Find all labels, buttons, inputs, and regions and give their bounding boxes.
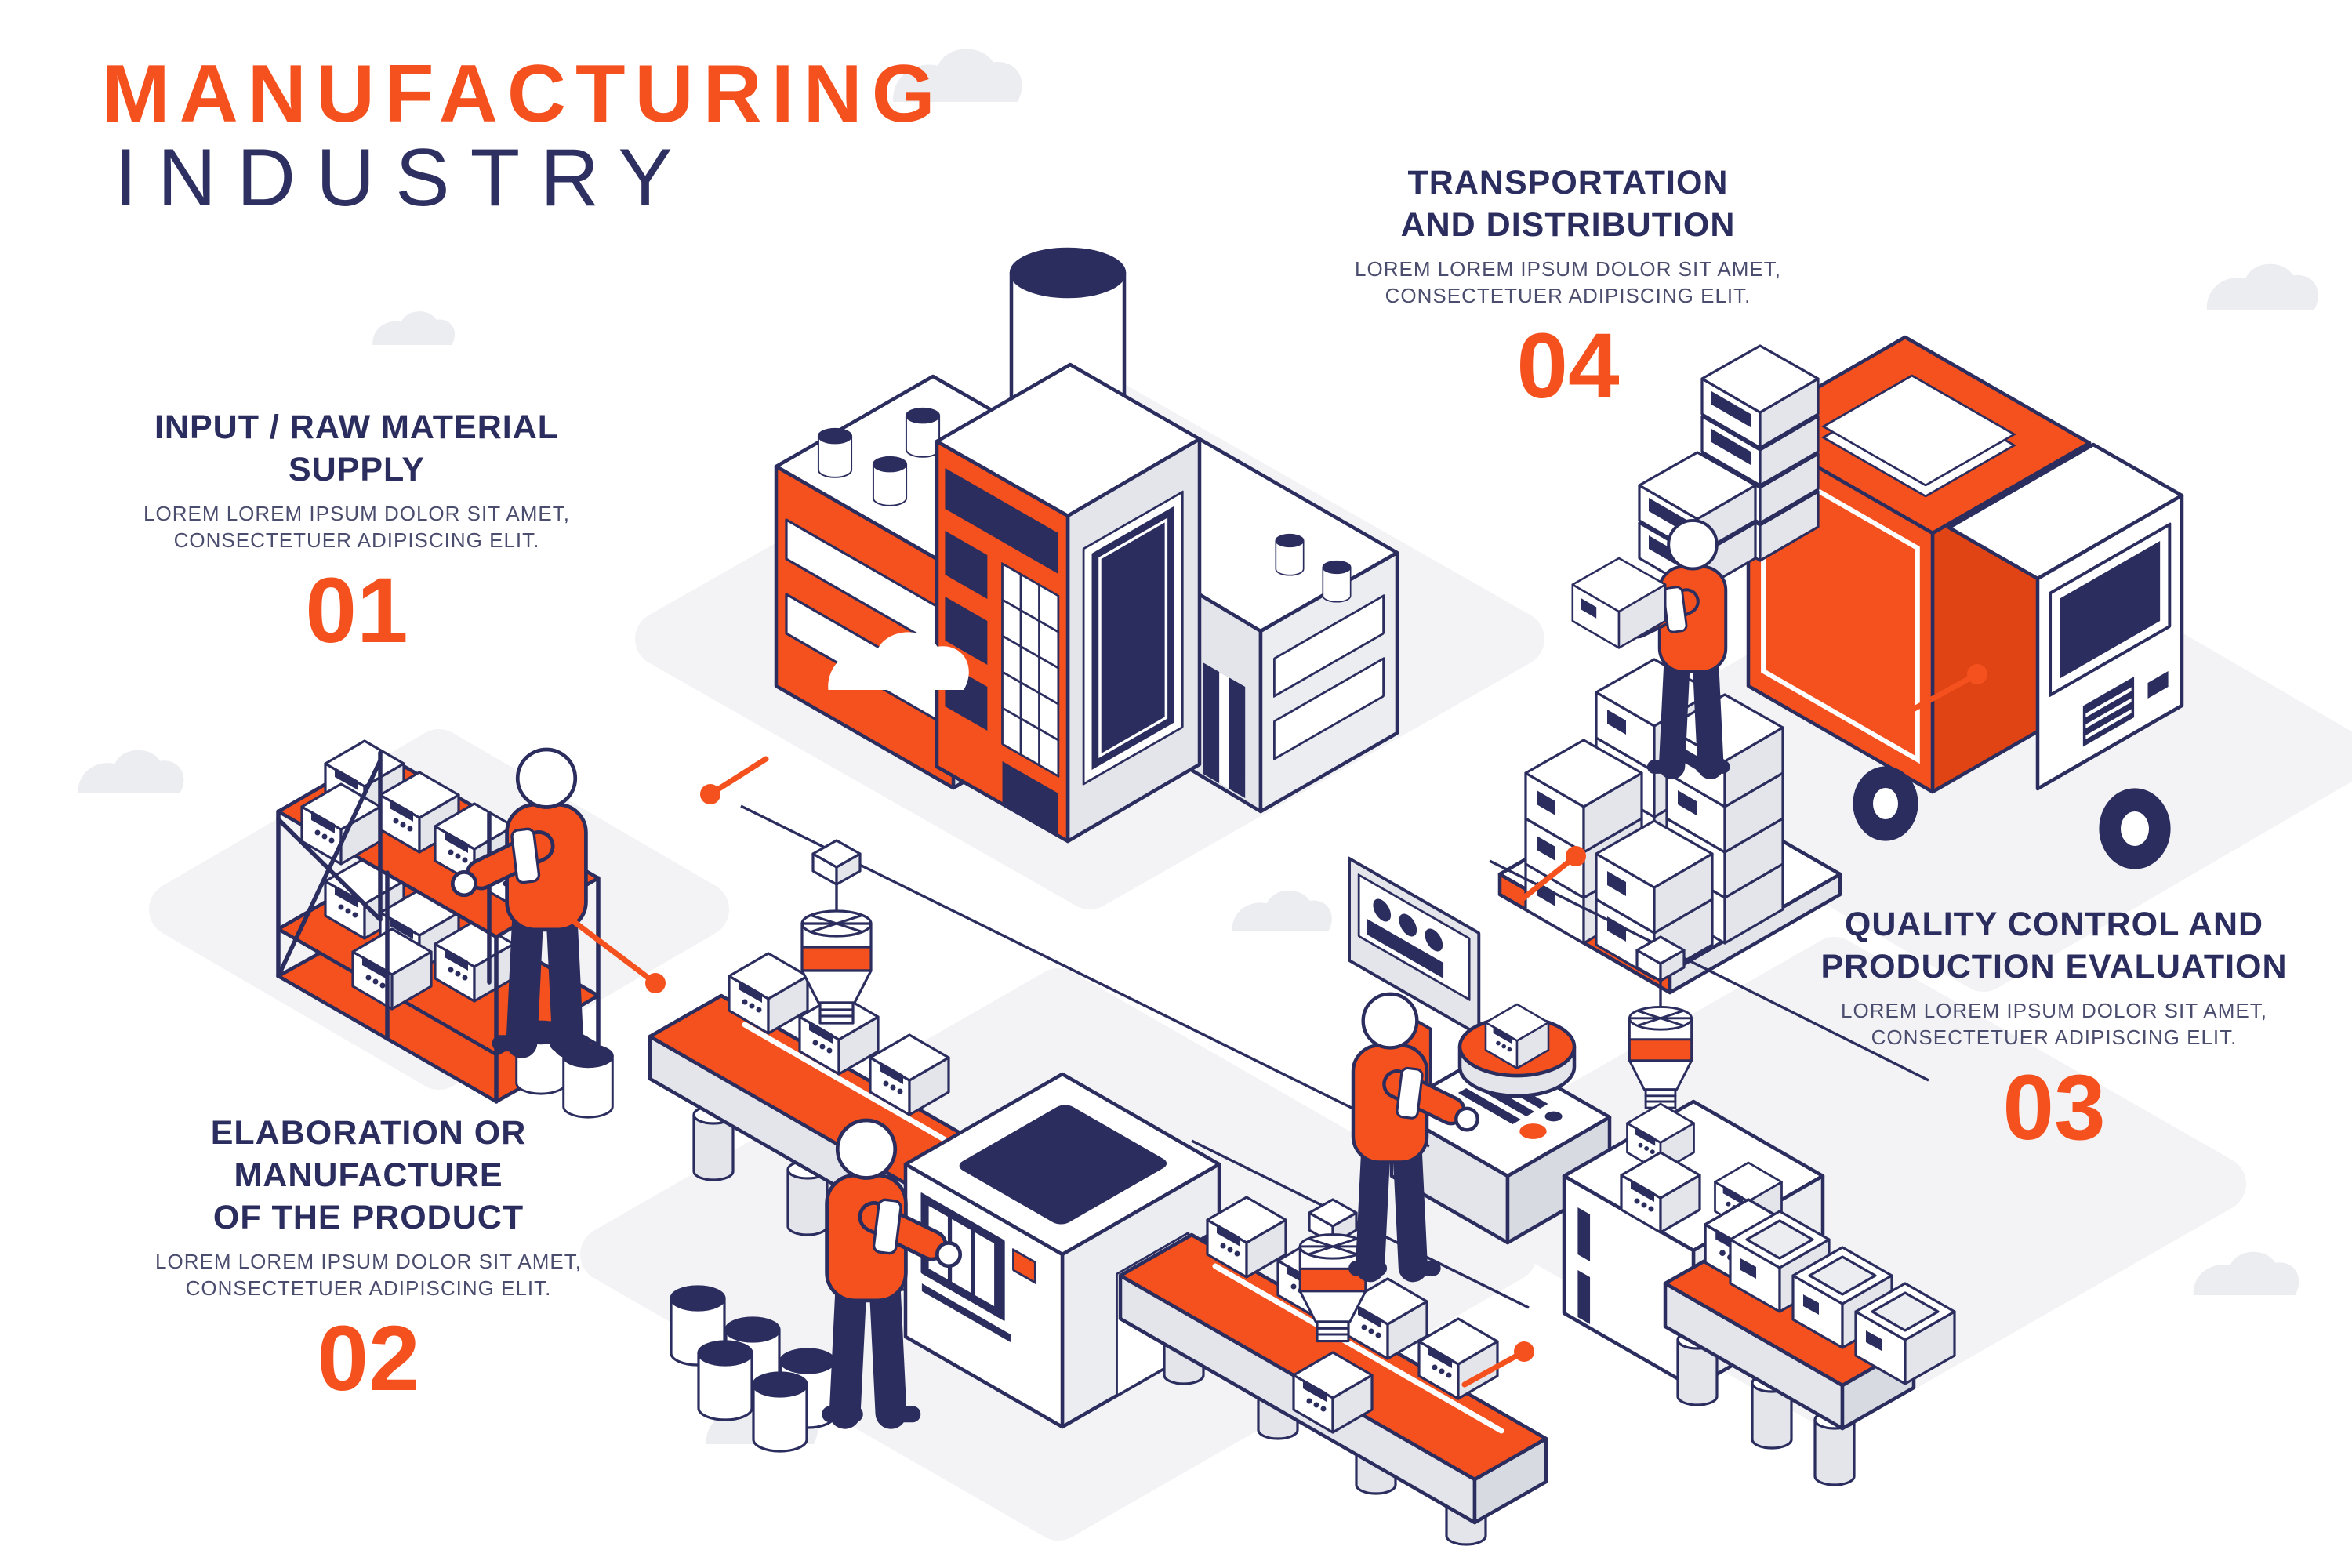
step-01-number: 01 xyxy=(305,559,408,662)
step-01-description: LOREM LOREM IPSUM DOLOR SIT AMET, CONSEC… xyxy=(143,502,570,552)
step-03-title-line: QUALITY CONTROL AND xyxy=(1844,906,2264,943)
step-03-number: 03 xyxy=(2002,1056,2106,1160)
pallet-illustration xyxy=(1497,658,1842,995)
step-02-block: ELABORATION OR MANUFACTURE OF THE PRODUC… xyxy=(129,1112,608,1405)
step-04-title-line: TRANSPORTATION xyxy=(1407,164,1729,201)
assembly-line-illustration xyxy=(648,952,1548,1546)
step-01-title-line: SUPPLY xyxy=(288,451,426,488)
step-02-title-line: OF THE PRODUCT xyxy=(212,1199,524,1236)
step-03-title: QUALITY CONTROL AND PRODUCTION EVALUATIO… xyxy=(1776,903,2332,988)
step-03-description: LOREM LOREM IPSUM DOLOR SIT AMET, CONSEC… xyxy=(1841,999,2267,1049)
step-01-title: INPUT / RAW MATERIAL SUPPLY xyxy=(129,406,584,491)
delivery-truck-illustration xyxy=(1746,335,2184,869)
step-02-title: ELABORATION OR MANUFACTURE OF THE PRODUC… xyxy=(129,1112,608,1239)
step-04-description: LOREM LOREM IPSUM DOLOR SIT AMET, CONSEC… xyxy=(1355,257,1781,307)
factory-illustration xyxy=(774,247,1399,844)
connector-lines xyxy=(560,664,1987,1388)
carried-parcel xyxy=(1571,557,1667,649)
page-title-line1: MANUFACTURING xyxy=(102,49,945,140)
step-02-description: LOREM LOREM IPSUM DOLOR SIT AMET, CONSEC… xyxy=(155,1250,582,1300)
quality-control-illustration xyxy=(1348,856,1956,1486)
step-01-block: INPUT / RAW MATERIAL SUPPLY LOREM LOREM … xyxy=(129,406,584,657)
step-03-title-line: PRODUCTION EVALUATION xyxy=(1820,948,2288,985)
step-01-title-line: INPUT / RAW MATERIAL xyxy=(154,408,560,446)
pallet-stack xyxy=(1524,658,1784,980)
step-04-block: TRANSPORTATION AND DISTRIBUTION LOREM LO… xyxy=(1337,162,1799,412)
step-02-number: 02 xyxy=(317,1307,420,1410)
step-02-title-line: MANUFACTURE xyxy=(234,1156,503,1194)
step-04-title-line: AND DISTRIBUTION xyxy=(1400,206,1736,244)
step-02-title-line: ELABORATION OR xyxy=(210,1114,527,1152)
step-03-block: QUALITY CONTROL AND PRODUCTION EVALUATIO… xyxy=(1776,903,2332,1154)
page-title-line2: INDUSTRY xyxy=(114,132,693,223)
page-title: MANUFACTURING INDUSTRY xyxy=(102,49,945,223)
step-04-title: TRANSPORTATION AND DISTRIBUTION xyxy=(1337,162,1799,246)
step-04-number: 04 xyxy=(1516,314,1620,418)
